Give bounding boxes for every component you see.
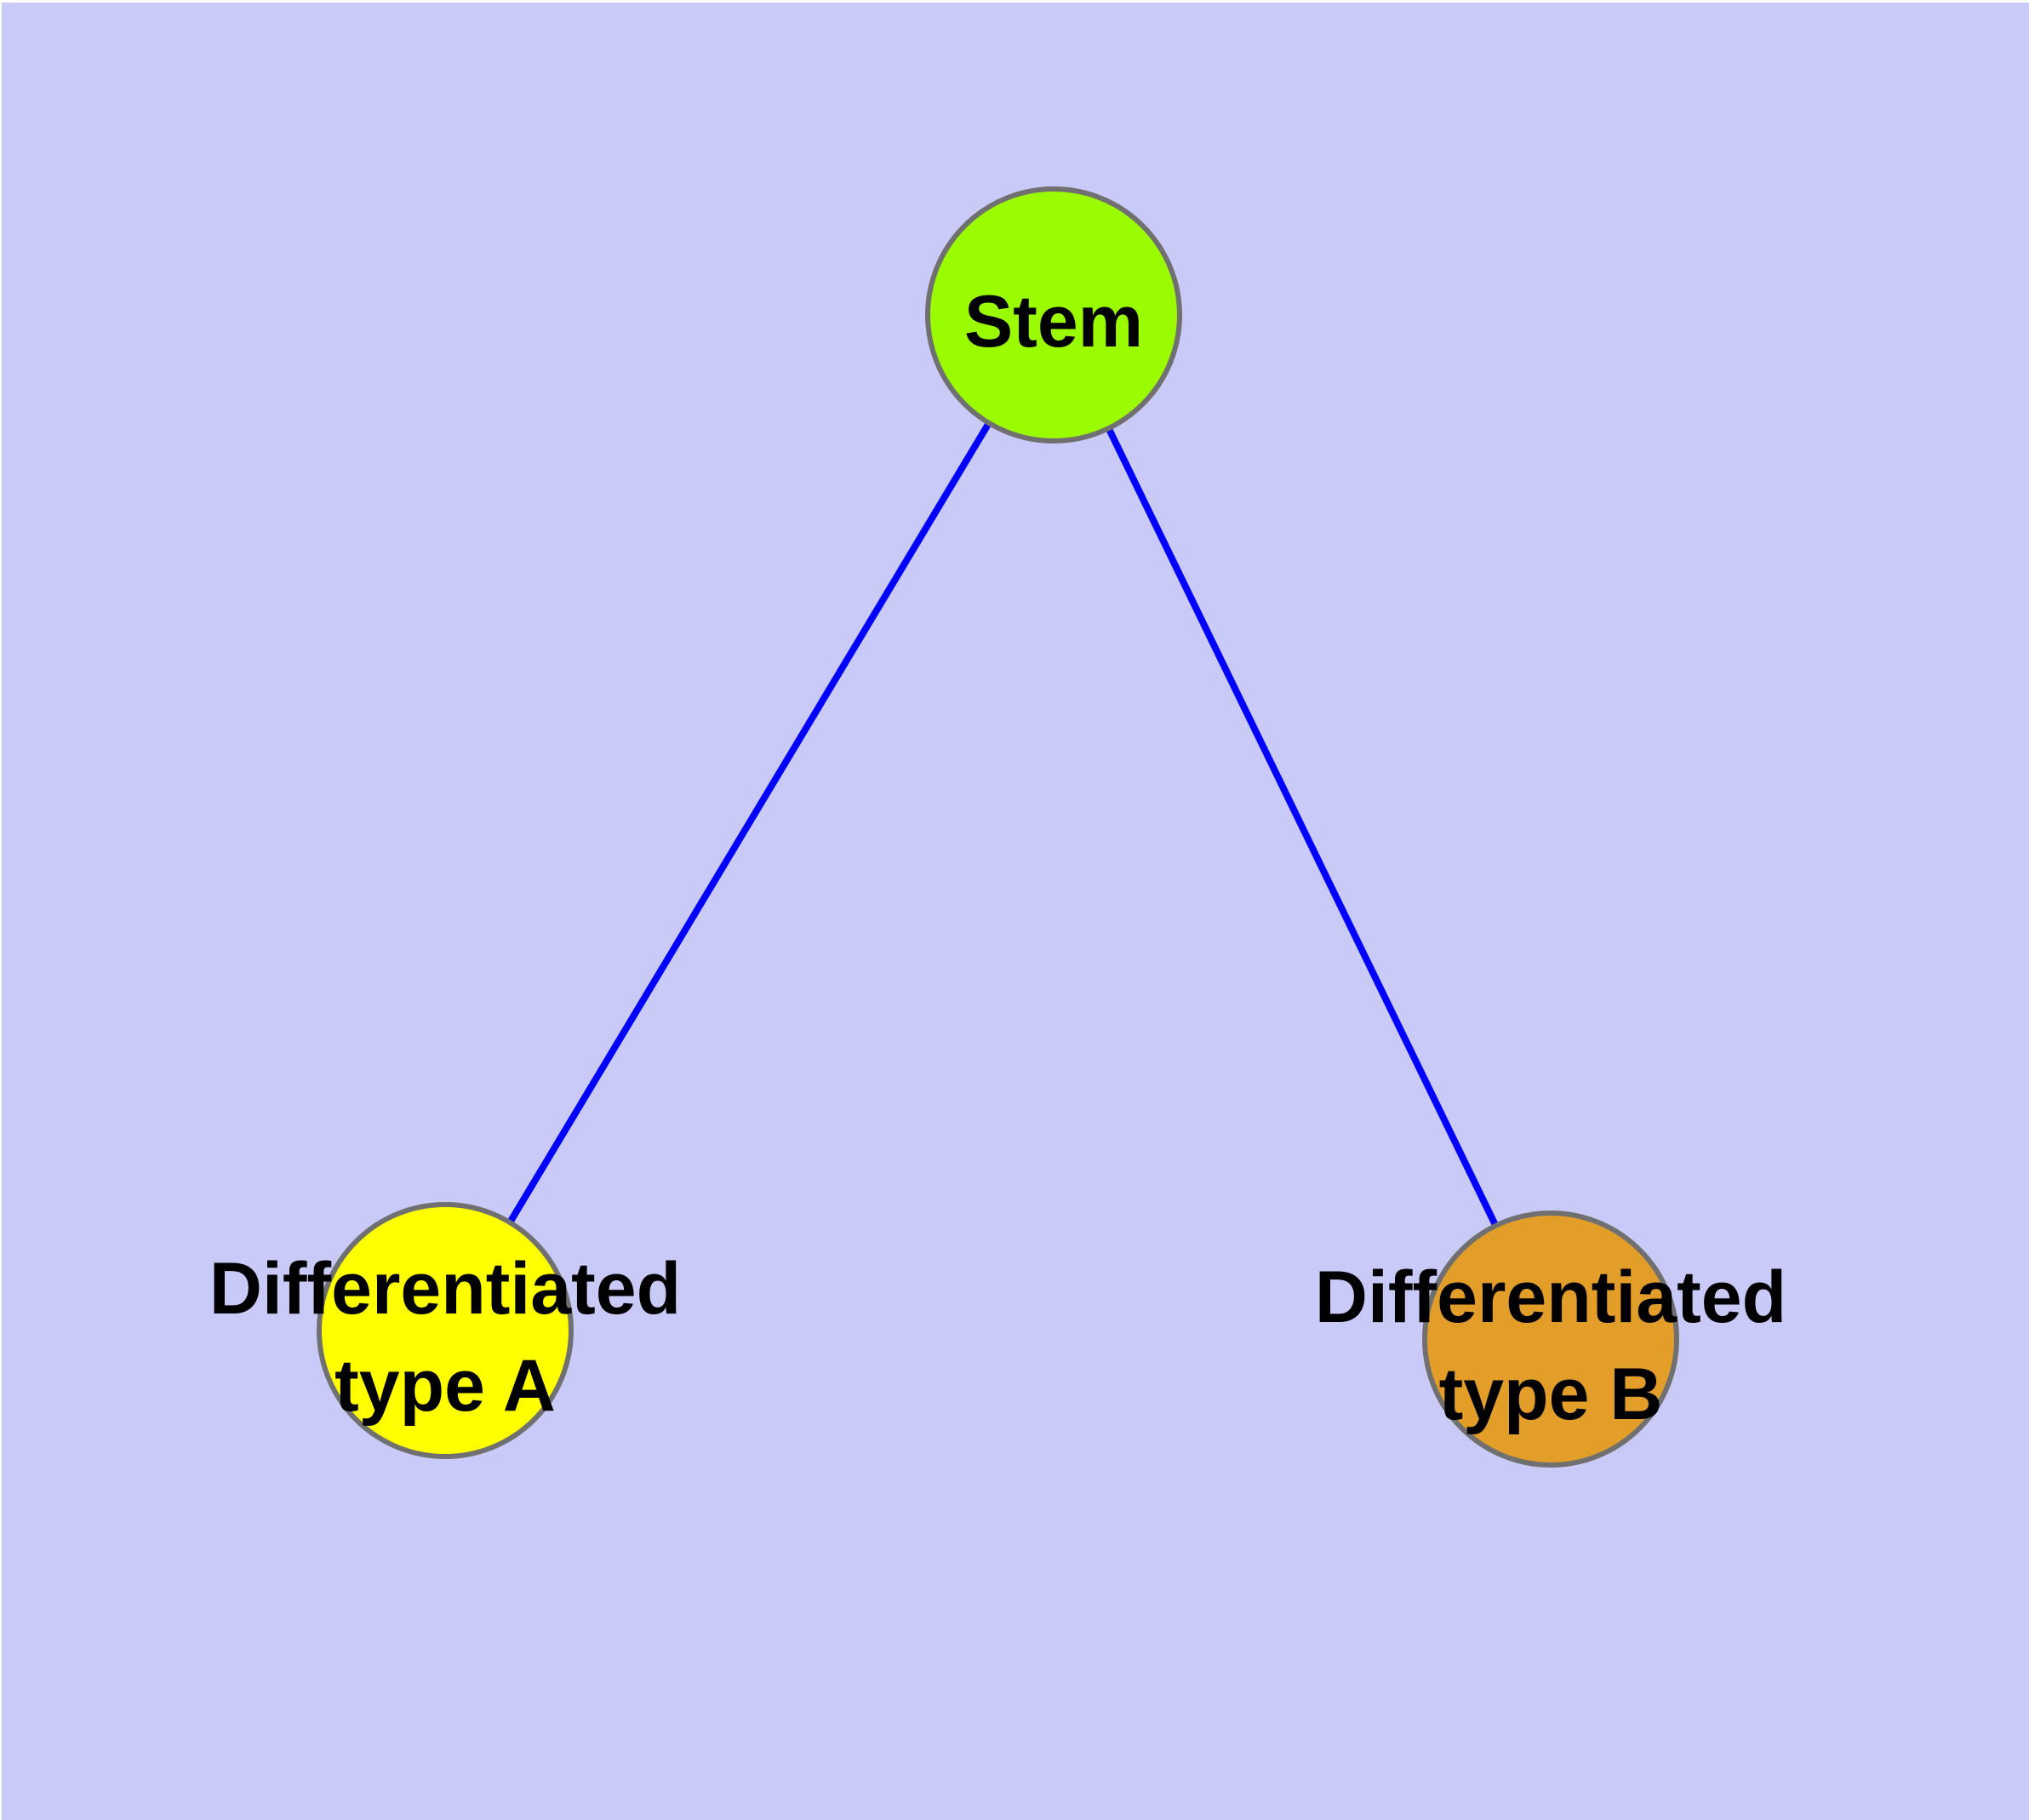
node-label-differentiated-type-a: Differentiated type A [209,1248,681,1427]
node-label-stem: Stem [964,281,1143,363]
node-label-line: Differentiated [209,1248,681,1330]
node-label-line: Differentiated [1315,1256,1786,1338]
node-stem [925,186,1182,444]
node-label-line: type A [334,1345,556,1427]
edge-stem-differentiated-type-b [1050,313,1554,1341]
node-differentiated-type-a [317,1202,574,1459]
node-label-differentiated-type-b: Differentiated type B [1315,1256,1786,1435]
node-label-line: Stem [964,281,1143,363]
node-label-line: type B [1439,1354,1663,1435]
edge-stem-differentiated-type-a [442,312,1057,1333]
node-differentiated-type-b [1422,1210,1679,1468]
